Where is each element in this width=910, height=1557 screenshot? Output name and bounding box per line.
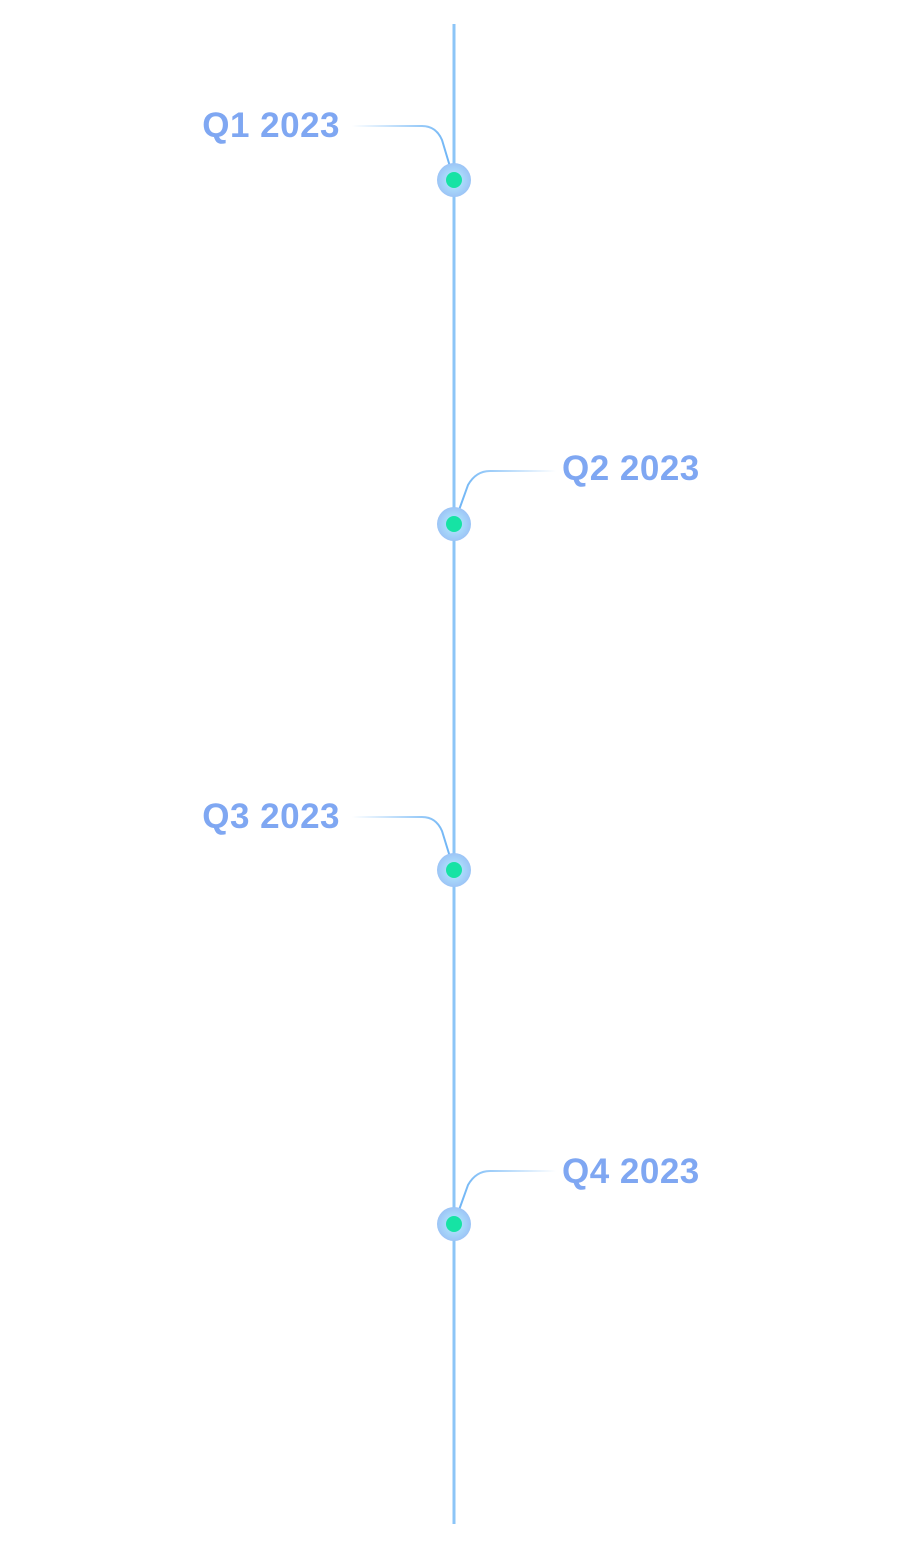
connector-group: [352, 125, 556, 1225]
node-dot-q3: [446, 862, 462, 878]
node-group: [437, 163, 471, 1241]
node-dot-q4: [446, 1216, 462, 1232]
node-dot-q1: [446, 172, 462, 188]
connector-q3: [352, 816, 455, 871]
milestone-label-q1: Q1 2023: [202, 106, 340, 145]
milestone-label-q2: Q2 2023: [562, 449, 700, 488]
milestone-label-q3: Q3 2023: [202, 797, 340, 836]
connector-q1: [352, 125, 455, 181]
connector-q2: [453, 470, 556, 525]
milestone-label-q4: Q4 2023: [562, 1152, 700, 1191]
node-dot-q2: [446, 516, 462, 532]
connector-q4: [453, 1170, 556, 1225]
